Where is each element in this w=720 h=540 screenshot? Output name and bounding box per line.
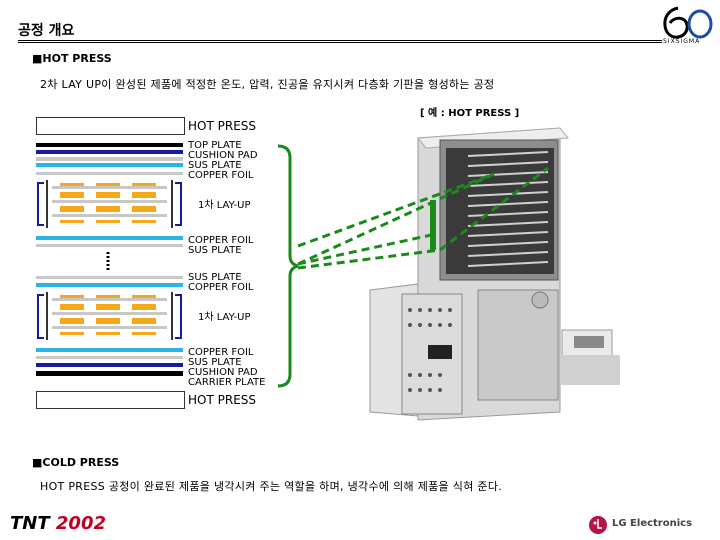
tnt-logo: TNT 2002: [10, 513, 106, 534]
lg-face-icon: [589, 516, 607, 534]
label-top-plate: TOP PLATE: [188, 140, 242, 151]
hot-press-bottom-box: [36, 391, 185, 409]
hot-press-top-box: [36, 117, 185, 135]
connector-lines: [297, 166, 549, 270]
lg-company-name: LG Electronics: [612, 518, 693, 529]
sus-plate-layer: [36, 276, 183, 279]
lg-logo: LG Electronics: [588, 515, 708, 535]
copper-foil-layer: [36, 163, 183, 167]
label-copper-foil-4: COPPER FOIL: [188, 347, 254, 358]
label-copper-foil-1: COPPER FOIL: [188, 170, 254, 181]
copper-foil-layer: [36, 236, 183, 240]
top-plate-layer: [36, 143, 183, 147]
copper-foil-layer: [36, 283, 183, 287]
green-bracket: [277, 144, 299, 388]
sus-plate-layer: [36, 157, 183, 161]
hot-press-heading: ■HOT PRESS: [32, 52, 112, 65]
sixsigma-logo-icon: [663, 6, 713, 39]
sus-plate-layer: [36, 244, 183, 247]
cushion-pad-layer: [36, 150, 183, 154]
label-sus-plate-4: SUS PLATE: [188, 357, 242, 368]
label-sus-plate-2: SUS PLATE: [188, 245, 242, 256]
cold-press-description: HOT PRESS 공정이 완료된 제품을 냉각시켜 주는 역할을 하며, 냉각…: [40, 480, 503, 493]
title-rule-2: [18, 42, 662, 43]
label-copper-foil-3: COPPER FOIL: [188, 282, 254, 293]
label-cushion-pad-bottom: CUSHION PAD: [188, 367, 258, 378]
label-layup-1: 1차 LAY-UP: [198, 200, 251, 211]
title-rule: [18, 40, 662, 41]
hot-press-machine-illustration: [369, 127, 620, 421]
tnt-brand: TNT: [10, 513, 50, 534]
page-title: 공정 개요: [18, 23, 75, 39]
layup-2-group: [37, 292, 182, 340]
cold-press-heading: ■COLD PRESS: [32, 456, 120, 469]
label-carrier-plate: CARRIER PLATE: [188, 377, 266, 388]
sus-plate-layer: [36, 356, 183, 359]
logo-subtext: SIXSIGMA: [663, 38, 701, 45]
sus-plate-layer: [36, 172, 183, 175]
cushion-pad-layer: [36, 363, 183, 367]
tnt-year: 2002: [55, 513, 107, 534]
hot-press-description: 2차 LAY UP이 완성된 제품에 적정한 온도, 압력, 진공을 유지시켜 …: [40, 78, 495, 91]
example-caption: [ 예 : HOT PRESS ]: [420, 108, 520, 119]
copper-foil-layer: [36, 348, 183, 352]
label-sus-plate-3: SUS PLATE: [188, 272, 242, 283]
hot-press-bottom-label: HOT PRESS: [188, 393, 257, 407]
label-layup-2: 1차 LAY-UP: [198, 312, 251, 323]
label-cushion-pad-top: CUSHION PAD: [188, 150, 258, 161]
label-sus-plate-1: SUS PLATE: [188, 160, 242, 171]
hot-press-top-label: HOT PRESS: [188, 119, 257, 133]
layup-1-group: [37, 180, 182, 228]
carrier-plate-layer: [36, 371, 183, 376]
label-copper-foil-2: COPPER FOIL: [188, 235, 254, 246]
